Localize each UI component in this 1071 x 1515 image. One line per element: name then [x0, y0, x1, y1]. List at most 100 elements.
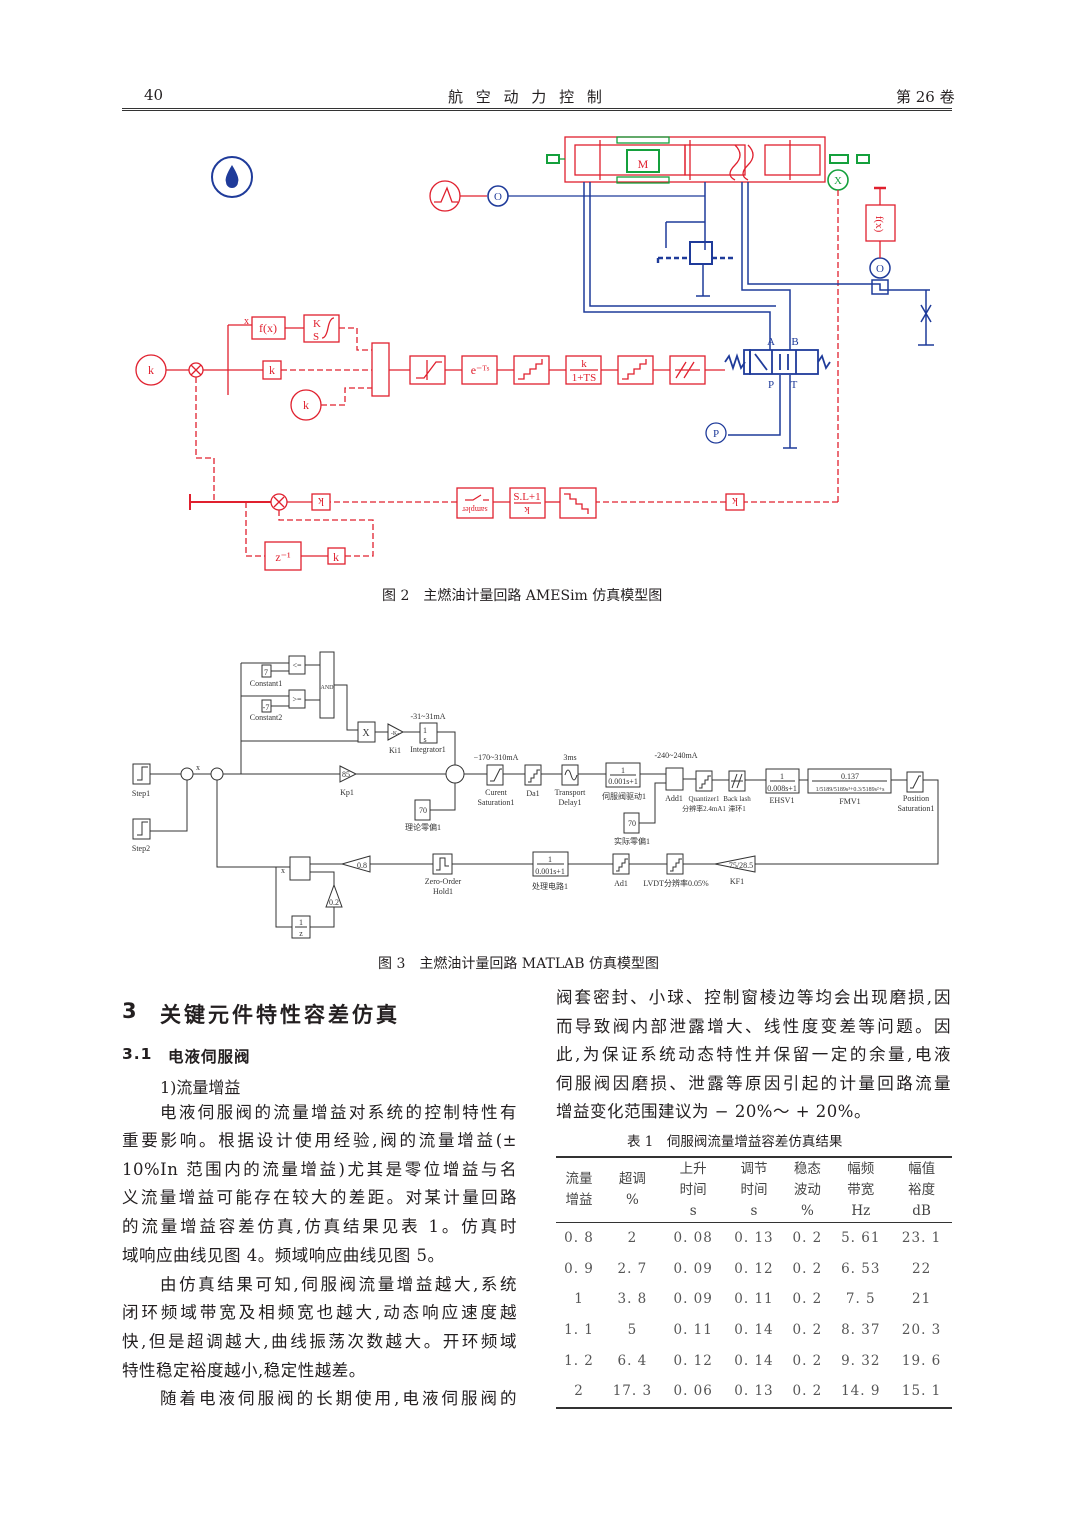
diagram-label: 实际零偏1 [614, 836, 650, 846]
table-cell: 23. 1 [901, 1230, 942, 1247]
diagram-shape [616, 858, 628, 872]
diagram-label: z⁻¹ [275, 550, 291, 564]
paragraph-line: 增益变化范围建议为 − 20%～ + 20%。 [556, 1102, 871, 1121]
diagram-shape [189, 494, 271, 510]
diagram-label: k [148, 363, 154, 377]
fx-block-right [865, 204, 896, 242]
page-number: 40 [144, 86, 164, 104]
sum3 [445, 764, 465, 784]
diagram-label: Zero-Order [425, 877, 462, 886]
diagram-label: <= [292, 661, 302, 670]
diagram-label: FMV1 [839, 797, 860, 806]
table-cell: 19. 6 [901, 1352, 942, 1369]
diagram-label: Constant1 [250, 679, 282, 688]
diagram-label: Quantizer1 [688, 795, 720, 803]
diagram-label: P [713, 428, 719, 440]
diagram-label: S.L+1 [513, 491, 540, 503]
diagram-shape [616, 176, 670, 184]
diagram-shape [513, 355, 550, 385]
diagram-shape [749, 349, 819, 375]
paragraph-line: 而导致阀内部泄露增大、线性度变差等问题。因 [556, 1017, 951, 1036]
paragraph-line: 伺服阀因磨损、泄露等原因引起的计量回路流量 [556, 1074, 951, 1093]
diagram-shape [741, 182, 791, 350]
and-block [319, 651, 335, 719]
diagram-label: 1/5189/5189s³+0.3/5189s²+s [816, 787, 886, 793]
servo-valve [724, 349, 831, 375]
diagram-shape [616, 136, 670, 144]
backlash-block [728, 770, 746, 792]
paragraph-line: 电液伺服阀的流量增益对系统的控制特性有 [160, 1103, 517, 1122]
diagram-shape [564, 769, 578, 781]
paragraph-line: 重要影响。根据设计使用经验,阀的流量增益(± [122, 1131, 517, 1150]
table-cell: 0. 11 [673, 1322, 713, 1339]
diagram-shape [623, 812, 640, 834]
table-cell: 0. 14 [734, 1322, 774, 1339]
diagram-label: Kp1 [340, 788, 354, 797]
table-cell: 3. 8 [617, 1291, 648, 1308]
table-cell: 0. 13 [734, 1230, 774, 1247]
diagram-label: 7 [264, 668, 268, 677]
paragraph-line: 此,为保证系统动态特性并保留一定的余量,电液 [556, 1045, 951, 1064]
diagram-shape [227, 324, 252, 395]
diagram-shape [754, 353, 789, 371]
sum-junction-bottom [270, 493, 288, 511]
k-source-icon [135, 354, 167, 386]
diagram-label: -K- [391, 731, 399, 737]
diagram-shape [245, 502, 265, 557]
diagram-label: 0.8 [357, 861, 367, 870]
diagram-label: 0.001s+1 [608, 777, 638, 786]
diagram-shape [211, 156, 253, 198]
diagram-shape [288, 655, 306, 675]
diagram-shape [564, 493, 589, 514]
diagram-label: Constant2 [250, 713, 282, 722]
diagram-label: A [767, 336, 775, 348]
table-header-part: 时间 [679, 1181, 707, 1198]
diagram-shape [829, 154, 849, 164]
diagram-shape [764, 144, 821, 176]
diagram-shape [670, 858, 682, 872]
table-cell: 0. 14 [734, 1352, 774, 1369]
diagram-label: 70 [419, 806, 427, 815]
paragraph-line: 义流量增益可能存在较大的差距。对某计量回路 [122, 1188, 517, 1207]
diagram-shape [434, 186, 458, 203]
table-cell: 1. 1 [564, 1322, 594, 1339]
figure-3-caption: 图 3 主燃油计量回路 MATLAB 仿真模型图 [378, 956, 659, 972]
diagram-shape [559, 487, 597, 519]
diagram-shape [490, 768, 502, 782]
diagram-label: z [299, 929, 303, 938]
table-cell: 9. 32 [841, 1352, 881, 1369]
paragraph-line: 随着电液伺服阀的长期使用,电液伺服阀的 [160, 1389, 517, 1408]
ki-gain [387, 723, 405, 741]
diagram-shape [546, 154, 560, 164]
table-cell: 0. 12 [734, 1260, 774, 1277]
diagram-label: P [768, 379, 774, 391]
diagram-label: 3ms [563, 753, 576, 762]
diagram-label: Curent [485, 788, 508, 797]
diagram-label: 1 [548, 855, 552, 864]
diagram-shape [725, 493, 745, 511]
diagram-label: -7 [263, 703, 270, 712]
table-cell: 0. 11 [734, 1291, 774, 1308]
ehsv-tf [765, 768, 800, 794]
table-header: 稳态波动% [784, 1157, 831, 1223]
sum4-block [289, 856, 311, 881]
table-cell: 0. 08 [673, 1230, 713, 1247]
quantizer-block [695, 770, 713, 792]
table-cell: 22 [911, 1260, 932, 1277]
lag-block [565, 355, 602, 385]
section-number: 3 [122, 999, 140, 1023]
table-header-part: 稳态 [793, 1160, 821, 1177]
diagram-shape [583, 182, 934, 449]
diagram-label: 1 [423, 726, 427, 735]
table-cell: 14. 9 [841, 1383, 881, 1400]
diagram-label: LVDT分辨率0.05% [643, 878, 709, 888]
diagram-label: O [876, 263, 884, 275]
paragraph-line: 域响应曲线见图 4。频域响应曲线见图 5。 [122, 1246, 445, 1265]
table-cell: 21 [911, 1291, 932, 1308]
diagram-shape [684, 144, 746, 176]
sum2 [210, 767, 224, 781]
diagram-label: X [834, 175, 842, 187]
fmv-tf [807, 768, 892, 794]
table-header: 流量增益 [556, 1157, 602, 1223]
diagram-shape [783, 375, 797, 449]
